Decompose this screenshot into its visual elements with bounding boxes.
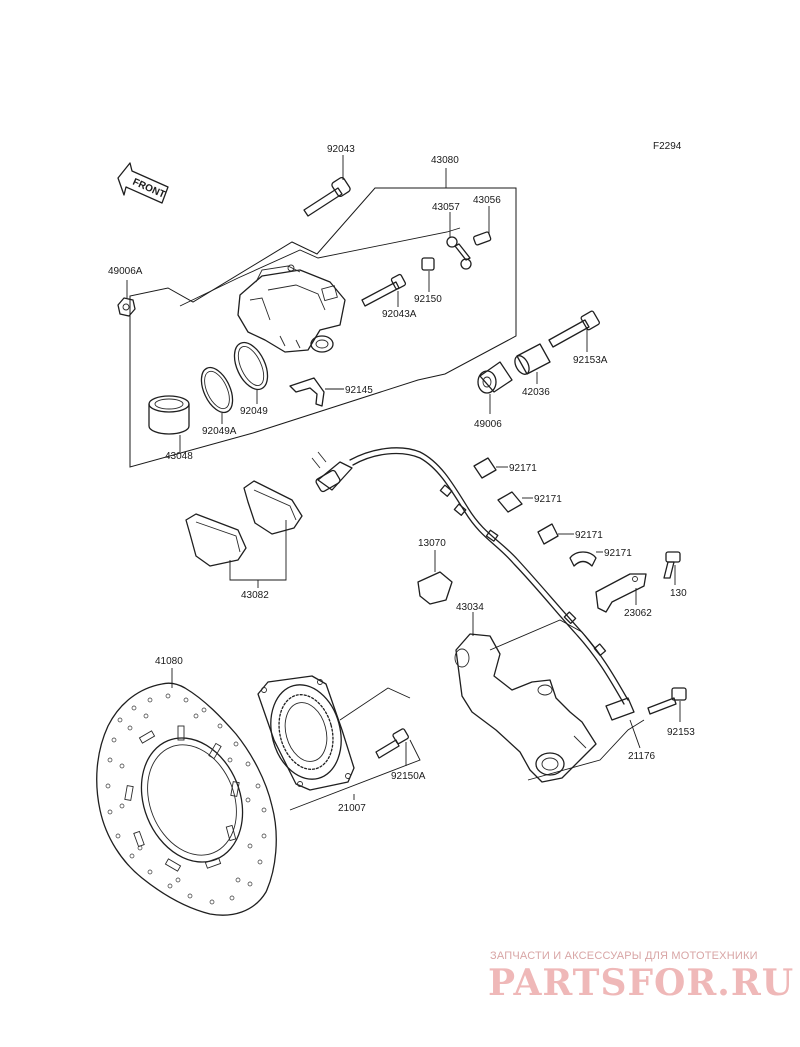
label-92150: 92150 (414, 294, 442, 305)
rotor-frame-line (289, 739, 421, 811)
bracket-frame-line (489, 619, 597, 651)
label-92171-b: 92171 (534, 494, 562, 505)
label-92150A: 92150A (391, 771, 426, 782)
cap-92150 (421, 257, 435, 271)
label-92171-c: 92171 (575, 530, 603, 541)
sleeve-42036 (514, 343, 551, 375)
bleeder-43056 (473, 231, 492, 246)
bolt-92153 (647, 687, 687, 715)
clip-92171-a (473, 457, 497, 479)
caliper-assembly-frame (129, 187, 517, 468)
label-21176: 21176 (628, 751, 656, 762)
caliper-body (237, 264, 346, 353)
label-43048: 43048 (165, 451, 193, 462)
bolt-92043 (303, 176, 351, 217)
clip-92171-b (497, 491, 523, 513)
label-43080: 43080 (431, 155, 459, 166)
bolt-92153A (548, 310, 600, 348)
front-arrow-icon: FRONT (117, 162, 169, 204)
label-42036: 42036 (522, 387, 550, 398)
label-92043A: 92043A (382, 309, 417, 320)
label-23062: 23062 (624, 608, 652, 619)
spring-92145 (289, 377, 325, 407)
bolt-92150A (375, 728, 409, 759)
clip-13070 (417, 571, 453, 605)
sensor-rotor-21007 (257, 675, 355, 791)
abs-sensor-wire (311, 447, 635, 721)
watermark-brand: PARTSFOR.RU (488, 962, 795, 1004)
label-92145: 92145 (345, 385, 373, 396)
figure-code: F2294 (653, 141, 682, 152)
label-49006A: 49006A (108, 266, 143, 277)
label-43034: 43034 (456, 602, 484, 613)
label-43082: 43082 (241, 590, 269, 601)
label-13070: 13070 (418, 538, 446, 549)
label-92153: 92153 (667, 727, 695, 738)
frame-divider-line (179, 227, 461, 307)
bracket-23062 (595, 573, 647, 613)
pin-92043A (361, 273, 407, 307)
label-43056: 43056 (473, 195, 501, 206)
boot-49006 (477, 361, 513, 394)
watermark-tagline: ЗАПЧАСТИ И АКСЕССУАРЫ ДЛЯ МОТОТЕХНИКИ (490, 950, 758, 962)
label-92043: 92043 (327, 144, 355, 155)
seal-92049A (200, 366, 234, 414)
clip-92171-c (537, 523, 559, 545)
brake-disc-41080 (96, 682, 277, 916)
label-41080: 41080 (155, 656, 183, 667)
label-92049: 92049 (240, 406, 268, 417)
label-92153A: 92153A (573, 355, 608, 366)
brake-pads-43082 (185, 480, 303, 567)
label-92049A: 92049A (202, 426, 237, 437)
piston-43048 (148, 395, 190, 435)
label-43057: 43057 (432, 202, 460, 213)
label-92171-d: 92171 (604, 548, 632, 559)
nut-49006A (117, 297, 136, 317)
abs-frame-line (527, 719, 645, 781)
label-49006: 49006 (474, 419, 502, 430)
bracket-43057 (446, 236, 472, 270)
label-130: 130 (670, 588, 687, 599)
label-92171-a: 92171 (509, 463, 537, 474)
rotor-frame-line-2 (339, 687, 411, 721)
clip-92171-d (569, 551, 597, 567)
seal-92049 (233, 341, 269, 391)
label-21007: 21007 (338, 803, 366, 814)
bolt-130 (663, 551, 681, 579)
caliper-bracket-43034 (454, 633, 597, 783)
